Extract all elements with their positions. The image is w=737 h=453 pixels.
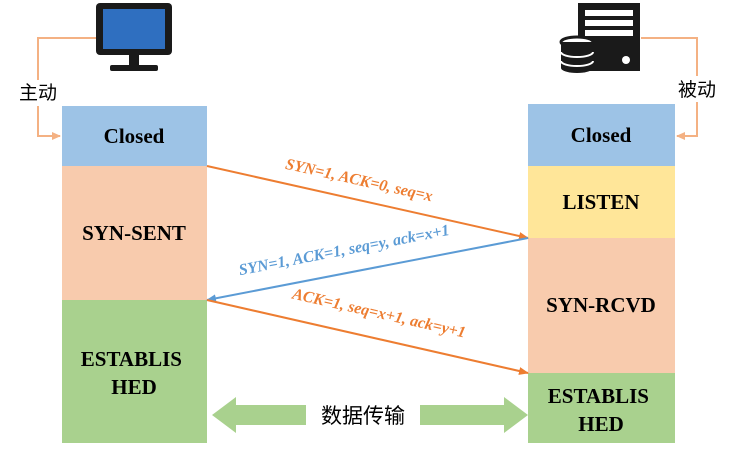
syn-ack-message-label: SYN=1, ACK=1, seq=y, ack=x+1 [237, 222, 451, 279]
ack-message-label: ACK=1, seq=x+1, ack=y+1 [290, 285, 467, 341]
server-state-closed [528, 104, 675, 166]
client-state-syn-sent [62, 166, 207, 300]
client-state-established [62, 300, 207, 443]
syn-message-label: SYN=1, ACK=0, seq=x [284, 156, 434, 205]
client-state-closed-label: Closed [104, 124, 165, 148]
client-role-label: 主动 [19, 82, 57, 104]
client-state-closed [62, 106, 207, 166]
syn-ack-arrow [206, 237, 529, 303]
server-state-syn-rcvd [528, 238, 675, 373]
ack-arrow [206, 299, 529, 375]
syn-arrow [206, 165, 529, 240]
server-state-listen-label: LISTEN [562, 190, 639, 214]
client-state-established-label: ESTABLIS HED [81, 347, 187, 399]
client-state-syn-sent-label: SYN-SENT [82, 221, 186, 245]
server-state-established-label: ESTABLIS HED [548, 384, 654, 436]
server-state-syn-rcvd-label: SYN-RCVD [546, 293, 656, 317]
server-state-listen [528, 166, 675, 238]
data-transfer-label: 数据传输 [321, 404, 405, 428]
server-icon [559, 3, 640, 73]
server-state-established [528, 373, 675, 443]
computer-icon [96, 3, 172, 71]
server-state-closed-label: Closed [571, 123, 632, 147]
server-role-label: 被动 [678, 79, 716, 101]
